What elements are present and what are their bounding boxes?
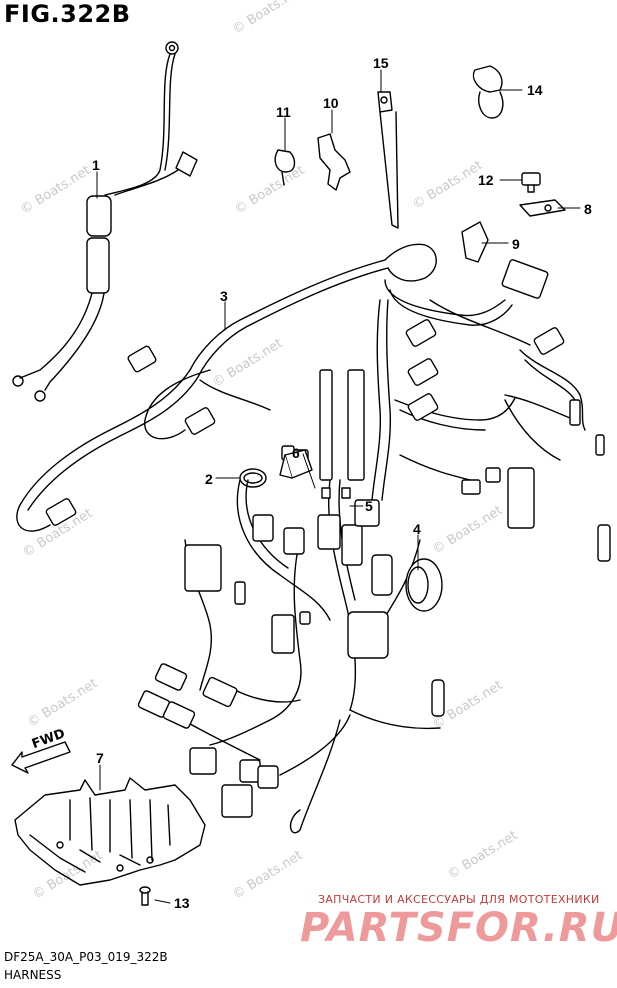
callout-3[interactable]: 3 [220, 288, 228, 304]
harness-connectors [45, 259, 611, 818]
callout-12[interactable]: 12 [478, 172, 494, 188]
callout-4[interactable]: 4 [413, 521, 421, 537]
relay-part-6 [279, 449, 313, 479]
callout-7[interactable]: 7 [96, 750, 104, 766]
callout-13[interactable]: 13 [174, 895, 190, 911]
callout-2[interactable]: 2 [205, 471, 213, 487]
grommet-part-4 [405, 558, 443, 612]
o-ring-part-2 [239, 468, 267, 488]
callout-11[interactable]: 11 [276, 104, 291, 120]
diagram-name: HARNESS [4, 968, 62, 982]
callout-15[interactable]: 15 [373, 55, 389, 71]
callout-14[interactable]: 14 [527, 82, 543, 98]
callout-1[interactable]: 1 [92, 157, 100, 173]
bracket-part-7 [14, 777, 206, 886]
cable-tie-part-15 [377, 91, 399, 229]
clamp-part-11 [274, 149, 296, 186]
bolt-part-12 [521, 172, 541, 193]
callout-9[interactable]: 9 [512, 236, 520, 252]
diagram-code: DF25A_30A_P03_019_322B [4, 950, 168, 964]
clip-part-9 [461, 221, 489, 263]
figure-title: FIG.322B [4, 0, 131, 28]
callout-5[interactable]: 5 [365, 498, 373, 514]
callout-6[interactable]: 6 [292, 445, 300, 461]
leader-lines [96, 69, 581, 904]
clamp-part-10 [317, 133, 351, 191]
battery-cable-part-1 [12, 41, 198, 402]
plate-part-8 [519, 199, 566, 217]
advert-logo: PARTSFOR.RU [300, 905, 617, 951]
clip-part-14 [472, 65, 504, 119]
advert-tagline: ЗАПЧАСТИ И АКСЕССУАРЫ ДЛЯ МОТОТЕХНИКИ [318, 893, 600, 906]
screw-part-13 [139, 886, 151, 906]
callout-10[interactable]: 10 [323, 95, 339, 111]
callout-8[interactable]: 8 [584, 201, 592, 217]
fwd-arrow [11, 741, 71, 774]
